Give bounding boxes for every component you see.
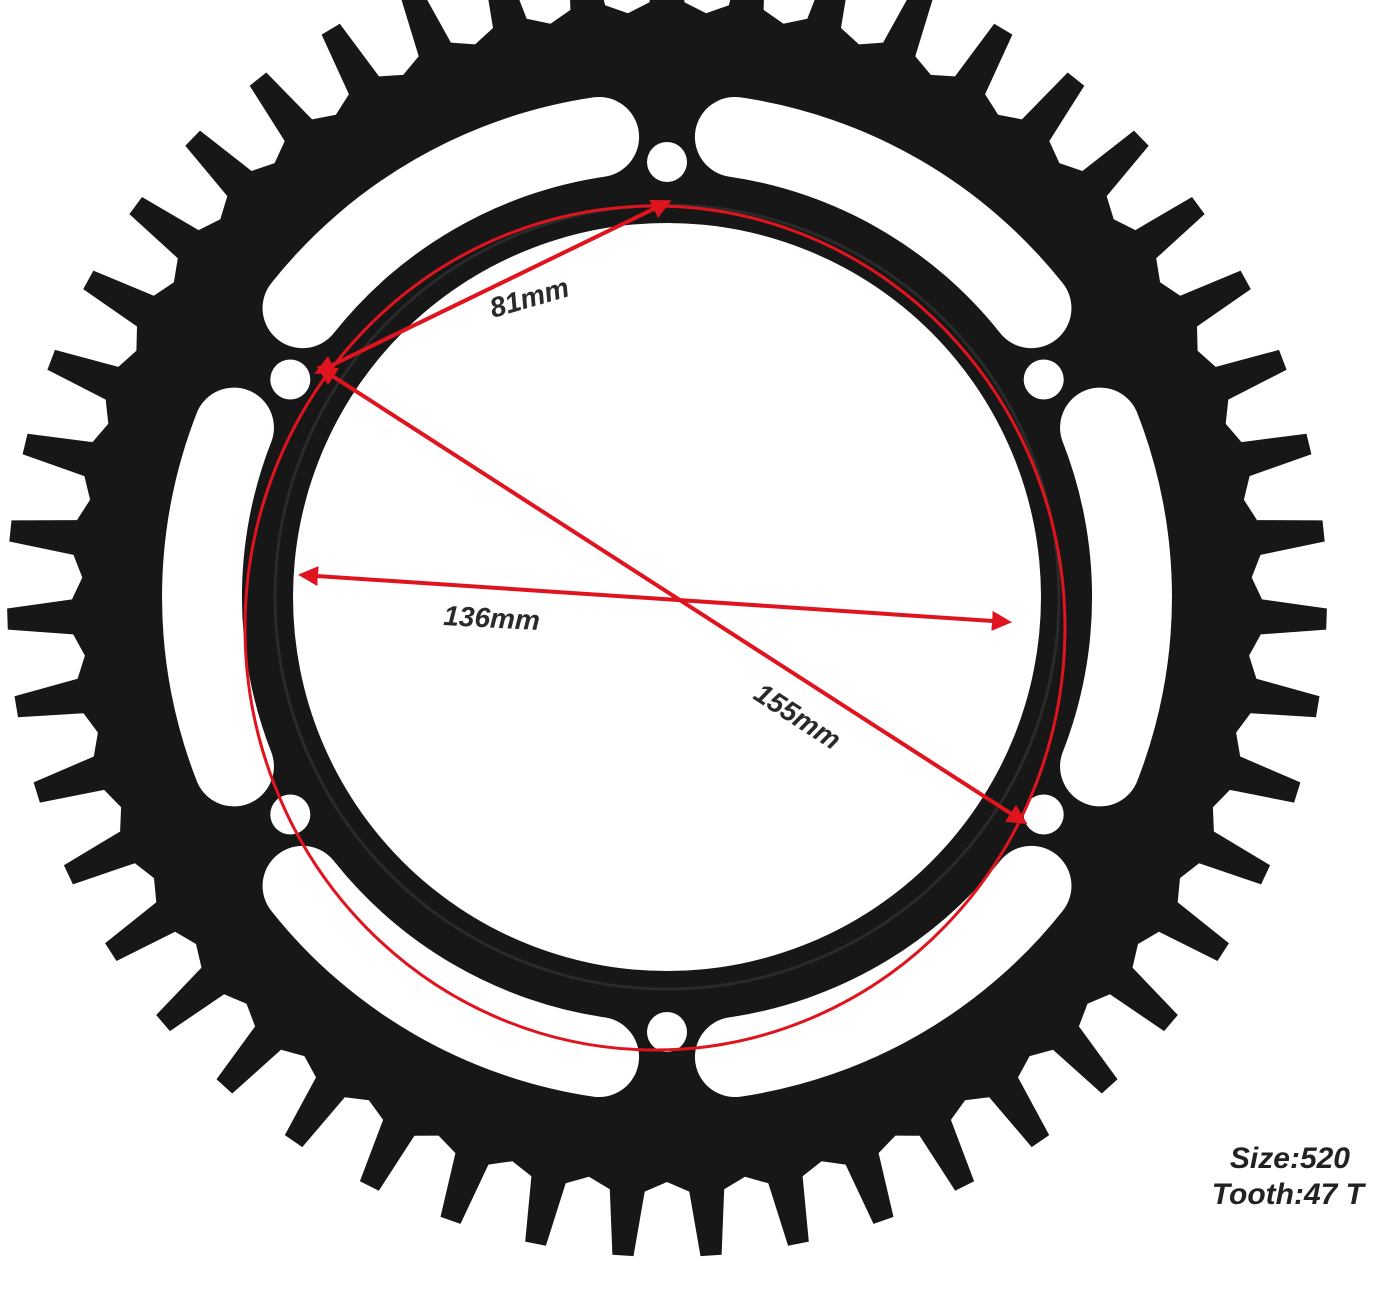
lightening-slot xyxy=(694,96,1072,349)
bolt-circle-arrow xyxy=(316,365,1028,825)
bolt-spacing-arrow xyxy=(314,199,672,375)
spec-size-text: Size:520 xyxy=(1229,1142,1350,1175)
bolt-hole xyxy=(270,359,311,400)
bolt-hole xyxy=(1023,359,1064,400)
lightening-slot xyxy=(1060,387,1172,807)
inner-diameter-label: 136mm xyxy=(443,600,541,636)
lightening-slot xyxy=(694,845,1072,1098)
sprocket-center-bore xyxy=(293,223,1041,971)
bolt-hole xyxy=(270,794,311,835)
bolt-holes xyxy=(270,142,1064,1052)
bolt-hole xyxy=(647,1012,687,1052)
bolt-hole xyxy=(1023,794,1064,835)
spec-tooth-text: Tooth:47 T xyxy=(1211,1178,1364,1211)
bolt-hole xyxy=(647,142,687,182)
lightening-slot xyxy=(162,387,274,807)
